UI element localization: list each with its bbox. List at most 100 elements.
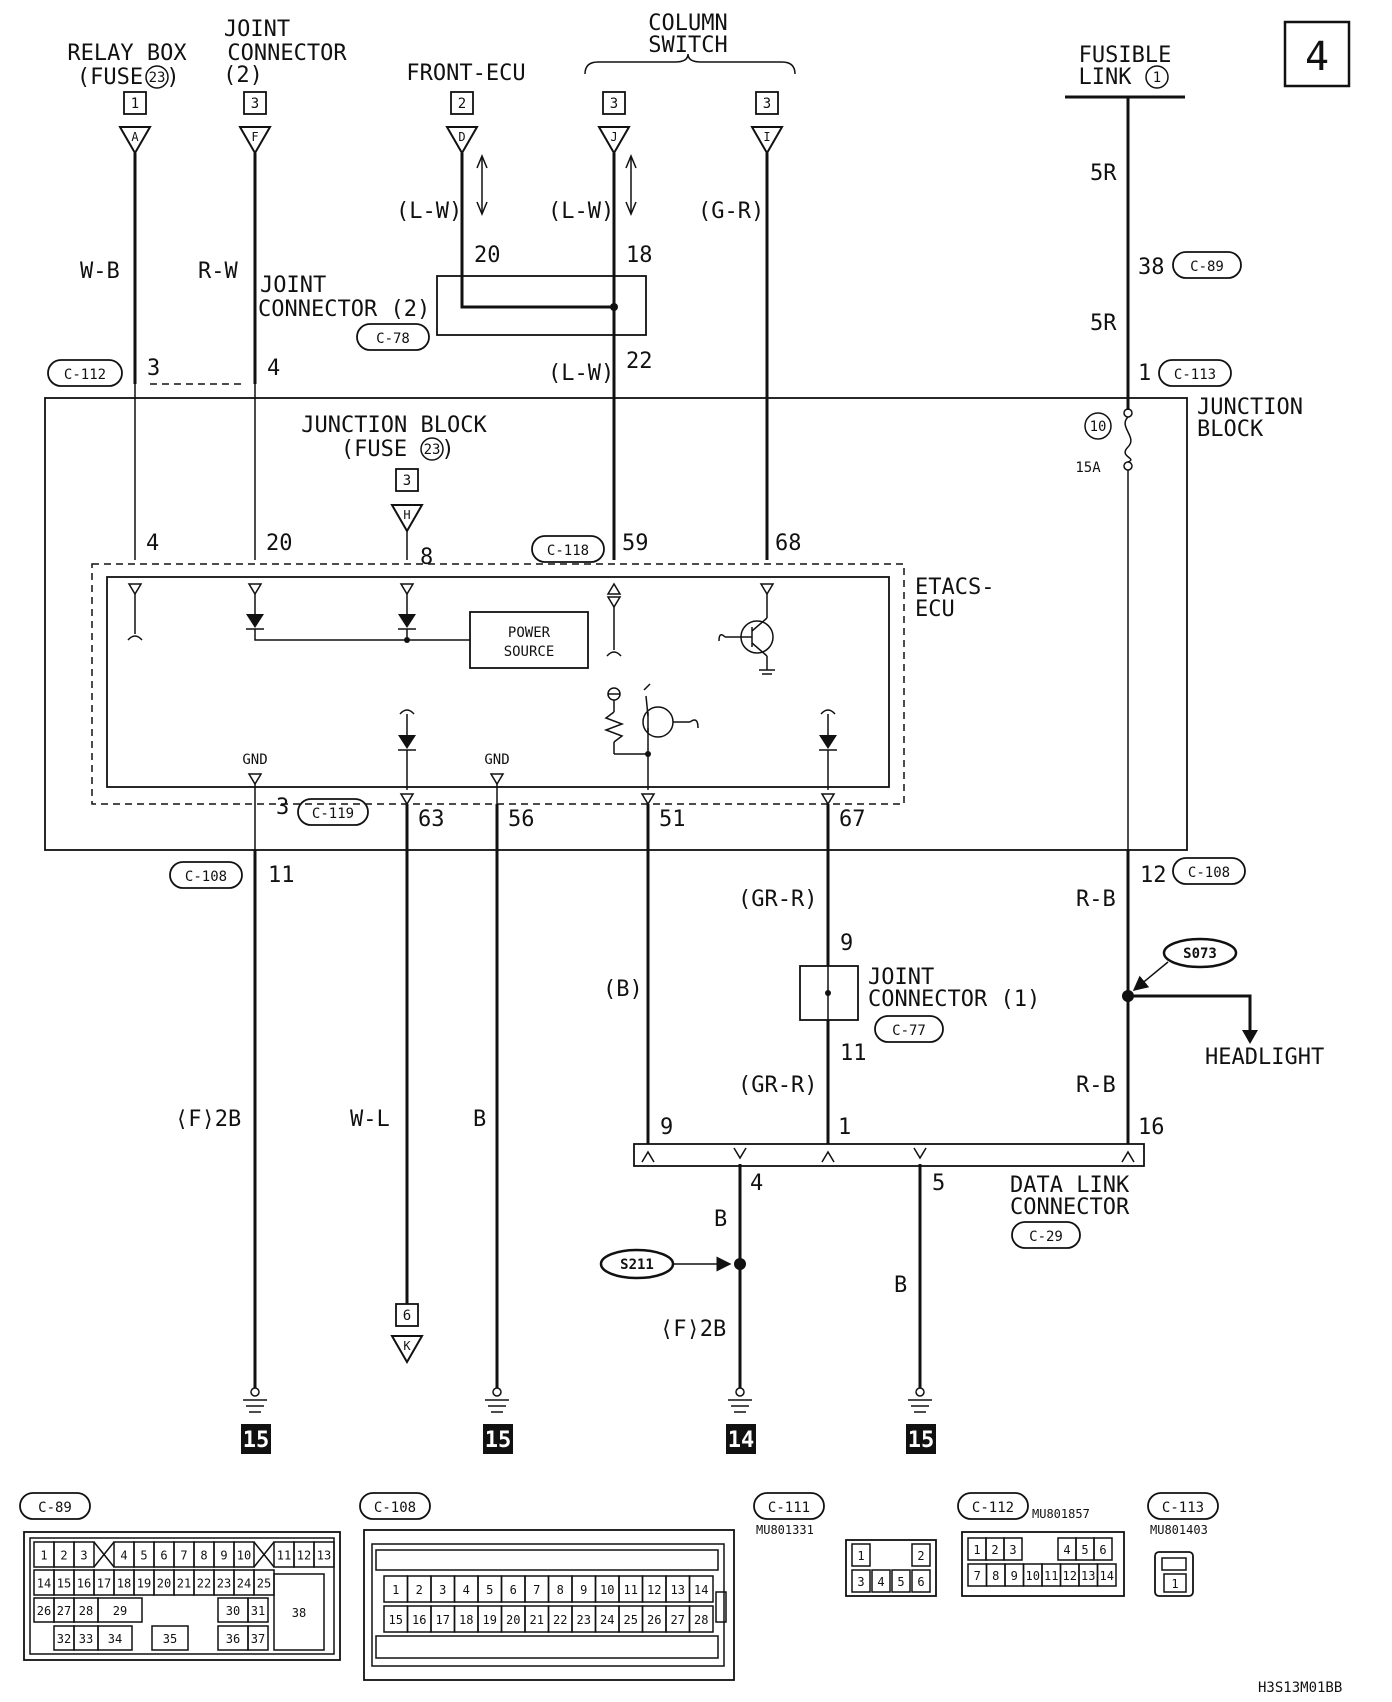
connector-pin-cell: [1096, 1563, 1117, 1587]
svg-text:C-112: C-112: [972, 1500, 1014, 1516]
terminal-d-triangle: D: [445, 126, 479, 156]
connector-pin-label: 11: [277, 1549, 291, 1563]
joint-connector-2-top-label: JOINT CONNECTOR (2): [223, 17, 347, 88]
page-number-box: 4: [1283, 20, 1351, 88]
svg-text:ECU: ECU: [915, 597, 955, 622]
connector-pin-cell: [97, 1597, 143, 1623]
connector-pin-label: 5: [897, 1575, 904, 1589]
connector-pin-label: 6: [160, 1549, 167, 1563]
pin-11b: 11: [840, 1041, 867, 1066]
connector-pin-cell: [247, 1625, 269, 1651]
svg-text:1: 1: [1171, 1577, 1178, 1591]
joint-connector-1-c77: [799, 965, 859, 1021]
etacs-input-8: [398, 583, 416, 643]
svg-text:K: K: [403, 1339, 411, 1353]
connector-pin-label: 15: [57, 1577, 71, 1591]
connector-pin-label: 11: [624, 1583, 638, 1597]
svg-text:S073: S073: [1183, 946, 1217, 962]
joint-connector-1-label: JOINT CONNECTOR (1): [868, 965, 1040, 1012]
connector-pin-label: 7: [533, 1583, 540, 1597]
connector-pin-label: 17: [97, 1577, 111, 1591]
etacs-output-67-diode: [819, 709, 837, 790]
connector-pin-cell: [911, 1543, 931, 1567]
svg-text:C-113: C-113: [1162, 1500, 1204, 1516]
connector-pin-label: 7: [974, 1569, 981, 1583]
connector-pin-label: 3: [80, 1549, 87, 1563]
svg-text:(FUSE: (FUSE: [341, 437, 407, 462]
svg-text:2: 2: [458, 96, 466, 112]
svg-text:C-89: C-89: [1190, 259, 1224, 275]
connector-pin-label: 6: [917, 1575, 924, 1589]
connector-pin-cell: [871, 1569, 891, 1593]
connector-pin-label: 5: [140, 1549, 147, 1563]
connector-pin-cell: [851, 1569, 871, 1593]
connector-pin-cell: [1093, 1537, 1113, 1561]
wire-label-f-2b-1: ⟨F⟩2B: [175, 1107, 241, 1132]
pin-1a: 1: [1138, 361, 1151, 386]
wire-label-gr-r-2: (GR-R): [738, 1073, 817, 1098]
page-ref-front-ecu: 2: [450, 91, 474, 115]
pin-68: 68: [775, 531, 802, 556]
svg-text:JUNCTION BLOCK: JUNCTION BLOCK: [301, 413, 487, 438]
svg-text:): ): [441, 437, 454, 462]
connector-pin-label: 3: [1009, 1543, 1016, 1557]
svg-text:C-78: C-78: [376, 331, 410, 347]
svg-text:C-108: C-108: [1188, 865, 1230, 881]
svg-text:F: F: [251, 130, 258, 144]
svg-text:C-89: C-89: [38, 1500, 72, 1516]
junction-block-center-label: JUNCTION BLOCK (FUSE 23 ): [301, 413, 487, 462]
joint-connector-2-c78: [436, 264, 647, 336]
etacs-input-20: [246, 583, 470, 641]
svg-text:15: 15: [485, 1428, 512, 1453]
wire-label-b-1: B: [473, 1107, 486, 1132]
wire-label-l-w-3: (L-W): [548, 361, 614, 386]
svg-text:RELAY BOX: RELAY BOX: [67, 41, 187, 66]
page-ref-jb-h: 3: [395, 468, 419, 492]
connector-c29: C-29: [1011, 1221, 1081, 1249]
connector-pin-label: 34: [108, 1632, 122, 1646]
connector-pin-cell: [233, 1541, 255, 1568]
connector-pin-label: 4: [120, 1549, 127, 1563]
pin-59: 59: [622, 531, 649, 556]
pin-51: 51: [659, 807, 686, 832]
connector-pin-label: 27: [57, 1604, 71, 1618]
svg-text:H: H: [403, 508, 410, 522]
svg-text:1: 1: [131, 96, 139, 112]
connector-pin-cell: [688, 1605, 714, 1633]
connector-pin-label: 6: [1099, 1543, 1106, 1557]
wire-label-5r-a: 5R: [1090, 161, 1117, 186]
connector-c89-pill: C-89: [1172, 251, 1242, 279]
connector-pin-label: 12: [297, 1549, 311, 1563]
power-source-box: POWER SOURCE: [469, 611, 589, 669]
connector-c77: C-77: [874, 1015, 944, 1043]
svg-text:MU801403: MU801403: [1150, 1523, 1208, 1537]
terminal-h-triangle: H: [390, 504, 424, 534]
connector-pin-label: 37: [251, 1632, 265, 1646]
connector-pin-label: 24: [237, 1577, 251, 1591]
connector-pin-label: 7: [180, 1549, 187, 1563]
connector-pin-label: 2: [917, 1549, 924, 1563]
terminal-f-triangle: F: [238, 126, 272, 156]
connector-pin-label: 9: [580, 1583, 587, 1597]
svg-text:CONNECTOR (2): CONNECTOR (2): [258, 297, 430, 322]
etacs-input-4: [127, 583, 143, 641]
junction-block-right-label: JUNCTION BLOCK: [1197, 395, 1303, 442]
ground-4: 15: [906, 1387, 936, 1454]
terminal-i-triangle: I: [750, 126, 784, 156]
pin-12: 12: [1140, 863, 1167, 888]
connector-pin-label: 27: [671, 1613, 685, 1627]
pin-20b: 20: [266, 531, 293, 556]
svg-text:23: 23: [149, 70, 166, 86]
connector-pin-label: 4: [877, 1575, 884, 1589]
wire-label-5r-b: 5R: [1090, 311, 1117, 336]
connector-view-c113: C-113 MU801403 1: [1147, 1492, 1219, 1597]
connector-pin-label: 17: [436, 1613, 450, 1627]
svg-text:CONNECTOR: CONNECTOR: [227, 41, 347, 66]
connector-pin-cell: [73, 1541, 95, 1568]
connector-pin-label: 16: [412, 1613, 426, 1627]
svg-text:SWITCH: SWITCH: [648, 33, 727, 58]
svg-text:DATA LINK: DATA LINK: [1010, 1173, 1130, 1198]
wire-label-w-l: W-L: [350, 1107, 390, 1132]
